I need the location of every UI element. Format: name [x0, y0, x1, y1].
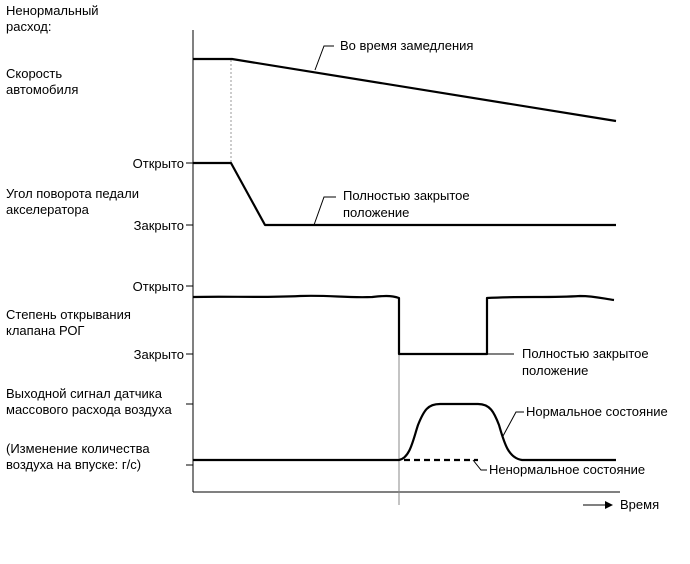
label-air-change: (Изменение количества воздуха на впуске:…	[6, 441, 153, 472]
leader-decel	[314, 45, 334, 71]
time-axis-label: Время	[620, 497, 659, 512]
vehicle-speed-trace	[193, 57, 617, 123]
label-egr-opening: Степень открывания клапана РОГ	[6, 307, 135, 338]
label-abnormal-flow: Ненормальный расход:	[6, 3, 102, 34]
annotation-normal-state: Нормальное состояние	[526, 404, 668, 419]
leader-abnormal-state	[472, 459, 487, 471]
label-pedal-angle: Угол поворота педали акселератора	[6, 186, 143, 217]
tick-label-egr-closed: Закрыто	[134, 347, 184, 362]
annotation-pedal-closed: Полностью закрытое положение	[343, 188, 473, 220]
maf-normal-trace	[193, 402, 616, 462]
leader-pedal-closed	[313, 196, 336, 226]
egr-opening-trace	[192, 294, 615, 356]
tick-label-egr-open: Открыто	[133, 279, 184, 294]
label-maf-output: Выходной сигнал датчика массового расход…	[6, 386, 172, 417]
label-vehicle-speed: Скорость автомобиля	[6, 66, 78, 97]
leader-normal-state	[502, 411, 524, 437]
annotation-egr-closed: Полностью закрытое положение	[522, 346, 652, 378]
tick-label-pedal-open: Открыто	[133, 156, 184, 171]
pedal-angle-trace	[193, 161, 616, 227]
tick-label-pedal-closed: Закрыто	[134, 218, 184, 233]
annotation-abnormal-state: Ненормальное состояние	[489, 462, 645, 477]
annotation-decel: Во время замедления	[340, 38, 473, 53]
